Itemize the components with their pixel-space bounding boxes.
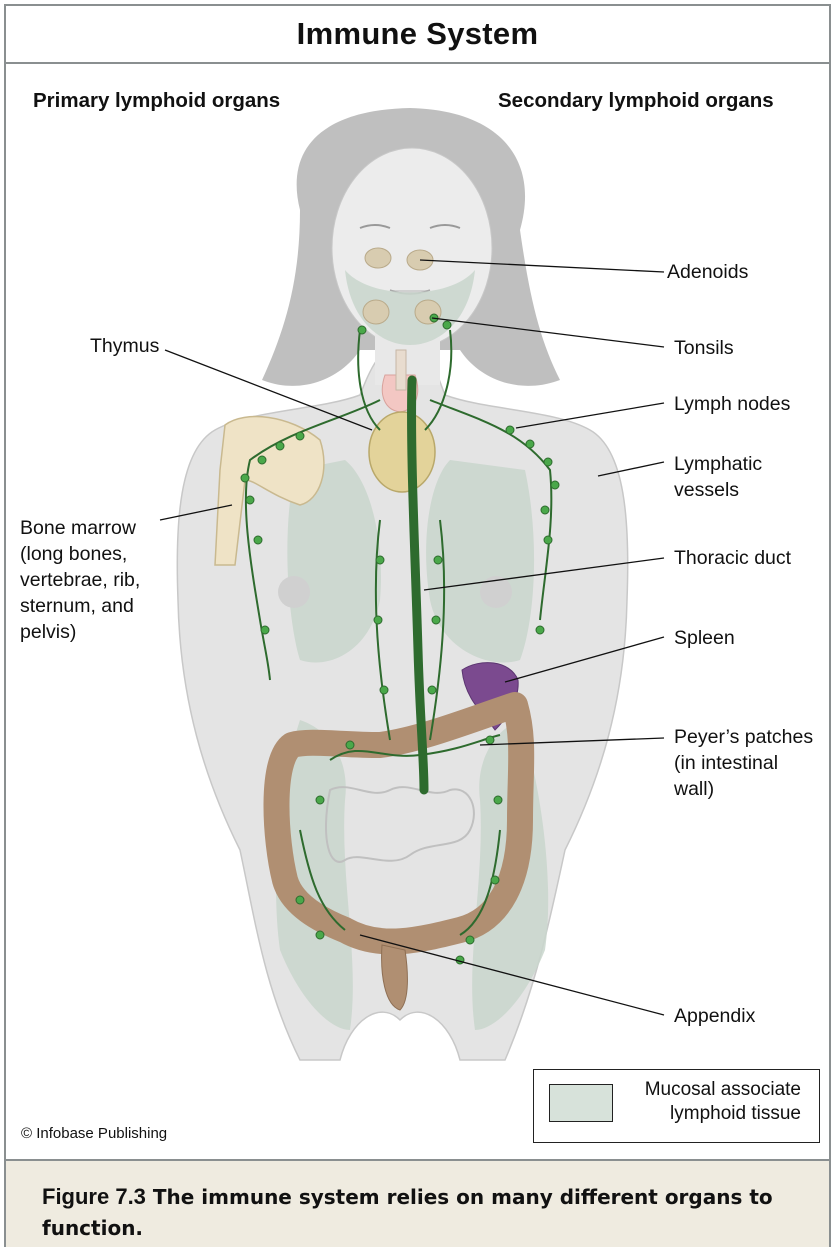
thymus: [369, 412, 435, 492]
copyright-credit: © Infobase Publishing: [21, 1125, 167, 1142]
label-bone-marrow: Bone marrow (long bones, vertebrae, rib,…: [20, 515, 140, 645]
figure-caption: Figure 7.3 The immune system relies on m…: [42, 1181, 782, 1244]
label-adenoids: Adenoids: [667, 259, 748, 285]
caption-panel: Figure 7.3 The immune system relies on m…: [6, 1159, 829, 1247]
label-tonsils: Tonsils: [674, 335, 734, 361]
figure-number: Figure 7.3: [42, 1184, 146, 1209]
label-peyers-patches: Peyer’s patches (in intestinal wall): [674, 724, 813, 802]
label-thoracic-duct: Thoracic duct: [674, 545, 791, 571]
label-lymphatic-vessels: Lymphatic vessels: [674, 451, 762, 503]
legend-label: Mucosal associate lymphoid tissue: [645, 1078, 801, 1126]
label-lymph-nodes: Lymph nodes: [674, 391, 790, 417]
label-spleen: Spleen: [674, 625, 735, 651]
caption-text: The immune system relies on many differe…: [42, 1185, 773, 1240]
legend: Mucosal associate lymphoid tissue: [533, 1069, 820, 1143]
legend-swatch-mucosal: [549, 1084, 613, 1122]
label-appendix: Appendix: [674, 1003, 755, 1029]
label-thymus: Thymus: [90, 333, 159, 359]
